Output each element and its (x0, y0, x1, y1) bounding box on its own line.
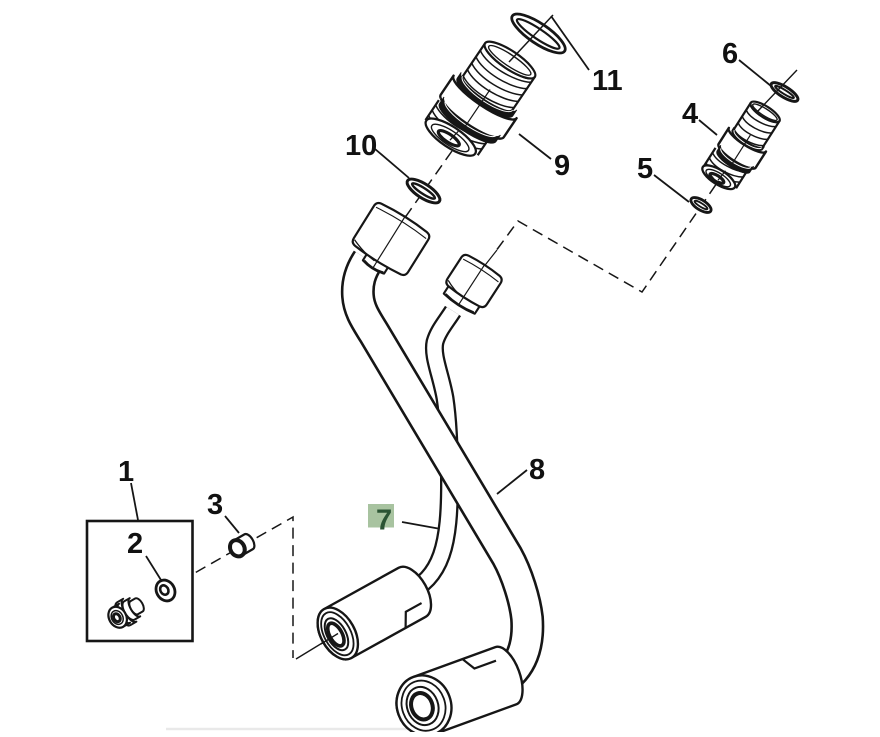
svg-text:2: 2 (127, 528, 143, 560)
svg-text:10: 10 (345, 130, 377, 162)
svg-text:1: 1 (118, 456, 134, 488)
svg-text:4: 4 (682, 98, 698, 130)
svg-text:3: 3 (207, 489, 223, 521)
svg-text:9: 9 (554, 150, 570, 182)
svg-text:7: 7 (376, 505, 392, 537)
svg-text:5: 5 (637, 153, 653, 185)
svg-text:11: 11 (592, 65, 623, 97)
svg-text:6: 6 (722, 38, 738, 70)
svg-text:8: 8 (529, 454, 545, 486)
